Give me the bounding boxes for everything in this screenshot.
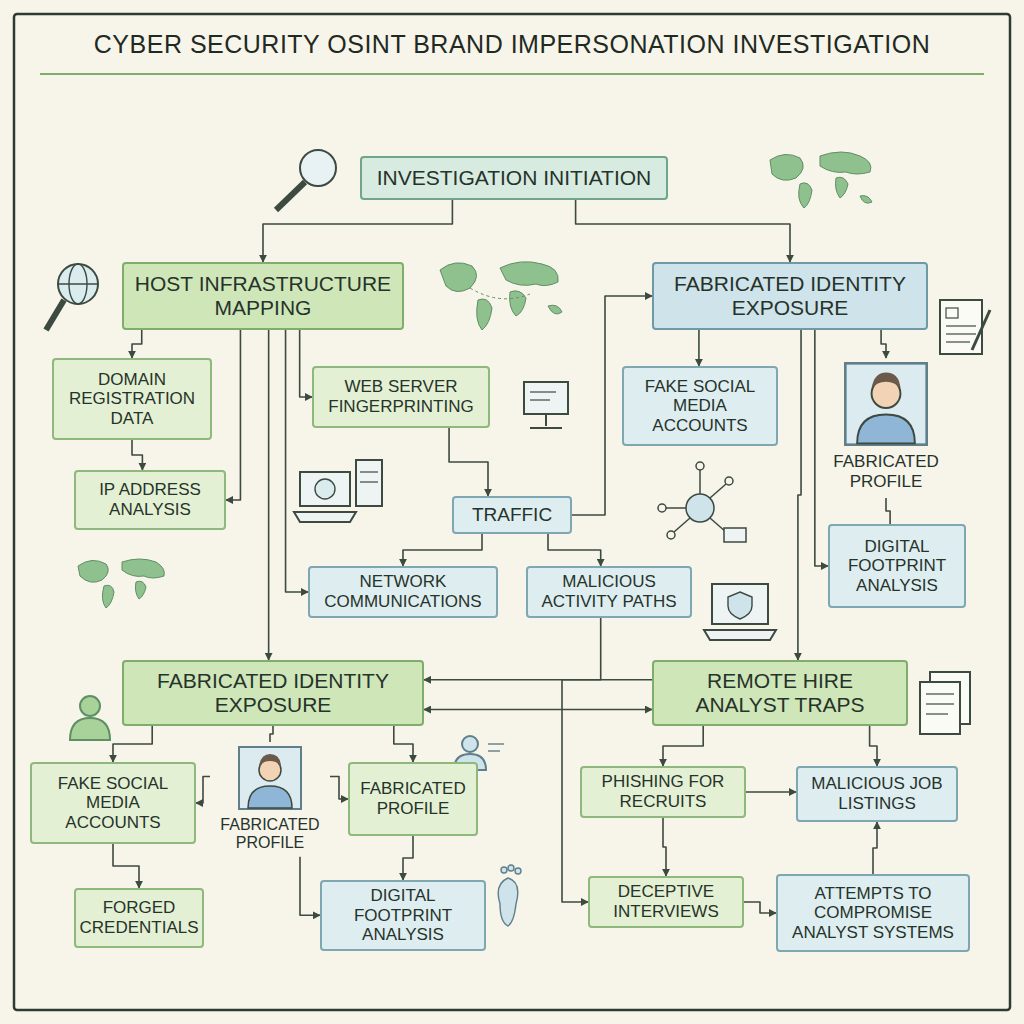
node-label: DIGITAL FOOTPRINT ANALYSIS [329, 886, 477, 945]
connector-arrow [330, 776, 348, 799]
node-label: NETWORK COMMUNICATIONS [317, 572, 489, 611]
connector-arrow [403, 534, 482, 566]
step-box: IP ADDRESS ANALYSIS [74, 470, 226, 530]
connector-arrow [113, 726, 152, 762]
frame [14, 14, 1010, 1010]
connector-arrow [268, 330, 270, 660]
connector-arrow [424, 618, 601, 680]
node-label: TRAFFIC [472, 504, 552, 526]
stage-box: HOST INFRASTRUCTURE MAPPING [122, 262, 404, 330]
connector-arrow [263, 200, 452, 262]
computer-icon [524, 382, 568, 428]
step-box: FAKE SOCIAL MEDIA ACCOUNTS [30, 762, 196, 844]
connector-arrow [424, 709, 652, 711]
node-label: FORGED CREDENTIALS [79, 898, 198, 937]
connector-arrow [548, 534, 601, 566]
connector-arrow [746, 791, 796, 793]
step-box: MALICIOUS ACTIVITY PATHS [526, 566, 692, 618]
node-label: FAKE SOCIAL MEDIA ACCOUNTS [631, 377, 769, 436]
connector-arrow [132, 440, 142, 470]
connector-arrow [270, 726, 273, 742]
node-label: REMOTE HIRE ANALYST TRAPS [661, 669, 899, 717]
step-box: TRAFFIC [452, 496, 572, 534]
node-label: MALICIOUS ACTIVITY PATHS [535, 572, 683, 611]
profile-node: FABRICATED PROFILE [210, 742, 330, 857]
step-box: DIGITAL FOOTPRINT ANALYSIS [320, 880, 486, 951]
person-icon [70, 696, 110, 740]
documents-icon [920, 672, 970, 734]
node-label: PHISHING FOR RECRUITS [589, 772, 737, 811]
diagram-title: CYBER SECURITY OSINT BRAND IMPERSONATION… [20, 30, 1004, 59]
node-label: DECEPTIVE INTERVIEWS [597, 882, 735, 921]
step-box: DECEPTIVE INTERVIEWS [588, 876, 744, 928]
step-box: FAKE SOCIAL MEDIA ACCOUNTS [622, 366, 778, 446]
node-label: FABRICATED IDENTITY EXPOSURE [131, 669, 415, 717]
world-map [78, 559, 164, 608]
connector-arrow [663, 818, 666, 876]
connector-arrow [403, 836, 413, 880]
profile-node: FABRICATED PROFILE [830, 358, 942, 498]
computer-server-icon [294, 460, 382, 522]
connector-arrow [870, 726, 877, 766]
connector-arrow [226, 330, 240, 500]
connector-arrow [663, 726, 703, 766]
node-label: HOST INFRASTRUCTURE MAPPING [131, 272, 395, 320]
step-box: FORGED CREDENTIALS [74, 888, 204, 948]
node-label: DIGITAL FOOTPRINT ANALYSIS [837, 537, 957, 596]
connector-arrow [576, 200, 790, 262]
laptop-shield-icon [704, 584, 776, 640]
step-box: MALICIOUS JOB LISTINGS [796, 766, 958, 822]
node-label: FABRICATED PROFILE [217, 816, 323, 853]
connector-arrow [798, 330, 801, 660]
node-label: MALICIOUS JOB LISTINGS [805, 774, 949, 813]
step-box: WEB SERVER FINGERPRINTING [312, 366, 490, 428]
connector-arrow [815, 330, 828, 566]
step-box: ATTEMPTS TO COMPROMISE ANALYST SYSTEMS [776, 874, 970, 952]
footprint-icon [498, 865, 521, 926]
avatar-icon [844, 362, 928, 446]
connector-arrow [744, 902, 776, 913]
stage-box: FABRICATED IDENTITY EXPOSURE [122, 660, 424, 726]
connector-arrow [449, 428, 488, 496]
step-box: NETWORK COMMUNICATIONS [308, 566, 498, 618]
connector-arrow [886, 498, 890, 524]
connector-arrow [300, 330, 312, 397]
node-label: DOMAIN REGISTRATION DATA [61, 370, 203, 429]
stage-box: FABRICATED IDENTITY EXPOSURE [652, 262, 928, 330]
world-map [770, 152, 872, 208]
connector-arrow [132, 330, 142, 358]
node-label: FABRICATED IDENTITY EXPOSURE [661, 272, 919, 320]
stage-box: INVESTIGATION INITIATION [360, 156, 668, 200]
connector-arrow [113, 844, 139, 888]
connector-arrow [196, 776, 210, 803]
step-box: PHISHING FOR RECRUITS [580, 766, 746, 818]
node-label: IP ADDRESS ANALYSIS [83, 480, 217, 519]
step-box: FABRICATED PROFILE [348, 762, 478, 836]
connector-arrow [873, 822, 877, 874]
node-label: WEB SERVER FINGERPRINTING [321, 377, 481, 416]
world-map [440, 262, 562, 330]
connector-arrow [881, 330, 886, 358]
connector-arrow [698, 330, 700, 366]
connector-arrow [286, 330, 308, 592]
title-rule [40, 73, 984, 75]
globe-magnifier-icon [46, 264, 98, 330]
magnifier-icon [276, 150, 336, 210]
connector-arrow [394, 726, 413, 762]
document-pencil-icon [940, 300, 990, 354]
step-box: DIGITAL FOOTPRINT ANALYSIS [828, 524, 966, 608]
node-label: FABRICATED PROFILE [357, 779, 469, 818]
avatar-icon [238, 746, 302, 810]
node-label: FABRICATED PROFILE [833, 452, 938, 491]
step-box: DOMAIN REGISTRATION DATA [52, 358, 212, 440]
stage-box: REMOTE HIRE ANALYST TRAPS [652, 660, 908, 726]
node-label: INVESTIGATION INITIATION [377, 166, 652, 190]
network-icon [658, 462, 746, 542]
connector-arrow [300, 857, 320, 916]
node-label: FAKE SOCIAL MEDIA ACCOUNTS [39, 774, 187, 833]
node-label: ATTEMPTS TO COMPROMISE ANALYST SYSTEMS [785, 884, 961, 943]
